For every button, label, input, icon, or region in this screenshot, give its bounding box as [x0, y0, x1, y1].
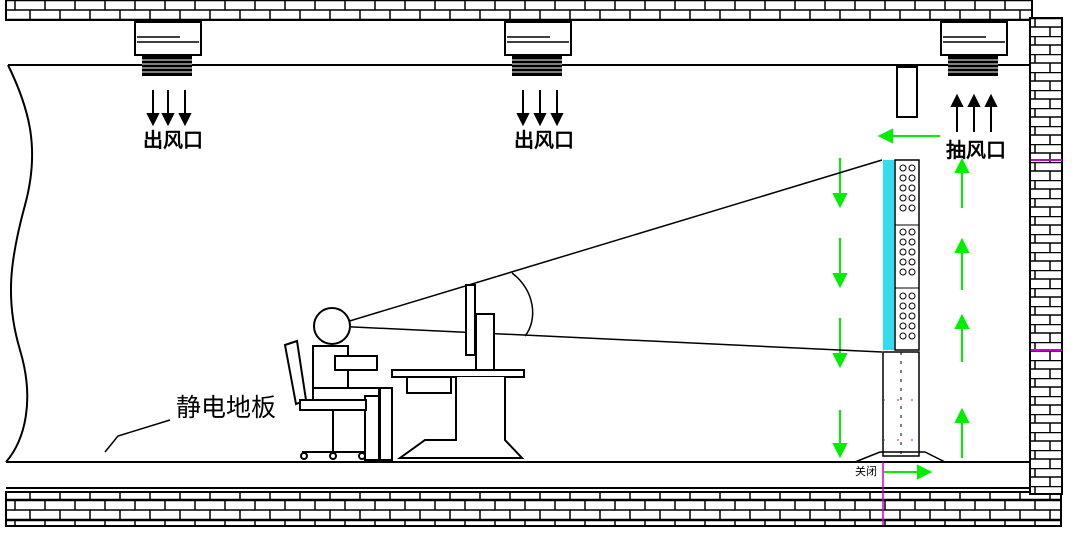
panel-hole	[899, 292, 907, 300]
panel-hole	[908, 248, 916, 256]
panel-hole	[908, 194, 916, 202]
outlet-label-left: 出风口	[143, 128, 203, 152]
panel-hole	[899, 332, 907, 340]
desk-with-monitor	[379, 284, 525, 461]
panel-hole	[899, 302, 907, 310]
exhaust-arrows	[950, 93, 998, 132]
floor-leader-line	[104, 419, 171, 453]
panel-hole	[899, 268, 907, 276]
panel-hole	[899, 238, 907, 246]
room-outline	[5, 20, 1031, 492]
panel-hole	[899, 204, 907, 212]
panel-hole	[908, 174, 916, 182]
outlet-unit-left	[134, 21, 202, 76]
hanging-duct	[896, 66, 918, 118]
perforated-panel	[854, 159, 946, 525]
panel-hole	[908, 184, 916, 192]
right-brick-wall	[1029, 17, 1063, 495]
outlet-arrows-left	[146, 90, 192, 127]
exhaust-label: 抽风口	[946, 138, 1006, 162]
panel-hole	[908, 292, 916, 300]
outlet-label-middle: 出风口	[514, 128, 574, 152]
panel-hole	[899, 322, 907, 330]
panel-hole	[908, 238, 916, 246]
top-brick-wall	[5, 0, 1033, 21]
outlet-unit-middle	[504, 21, 572, 76]
sightline-cone	[332, 159, 883, 353]
panel-hole	[899, 184, 907, 192]
seated-person	[283, 307, 380, 461]
panel-hole	[899, 194, 907, 202]
static-floor-label: 静电地板	[176, 393, 277, 422]
closed-label: 关闭	[855, 465, 877, 478]
panel-hole	[908, 332, 916, 340]
panel-hole	[908, 204, 916, 212]
exhaust-unit-right	[940, 21, 1008, 76]
panel-hole	[899, 312, 907, 320]
panel-hole	[899, 258, 907, 266]
panel-hole	[908, 268, 916, 276]
bottom-brick-wall	[5, 491, 1062, 527]
panel-hole	[908, 322, 916, 330]
airflow-arrows	[832, 128, 970, 480]
panel-hole	[899, 164, 907, 172]
panel-hole	[899, 248, 907, 256]
panel-hole	[908, 302, 916, 310]
panel-hole	[908, 164, 916, 172]
panel-hole	[899, 228, 907, 236]
outlet-arrows-middle	[516, 90, 564, 127]
panel-hole	[899, 174, 907, 182]
panel-hole	[908, 312, 916, 320]
panel-hole	[908, 228, 916, 236]
panel-hole	[908, 258, 916, 266]
